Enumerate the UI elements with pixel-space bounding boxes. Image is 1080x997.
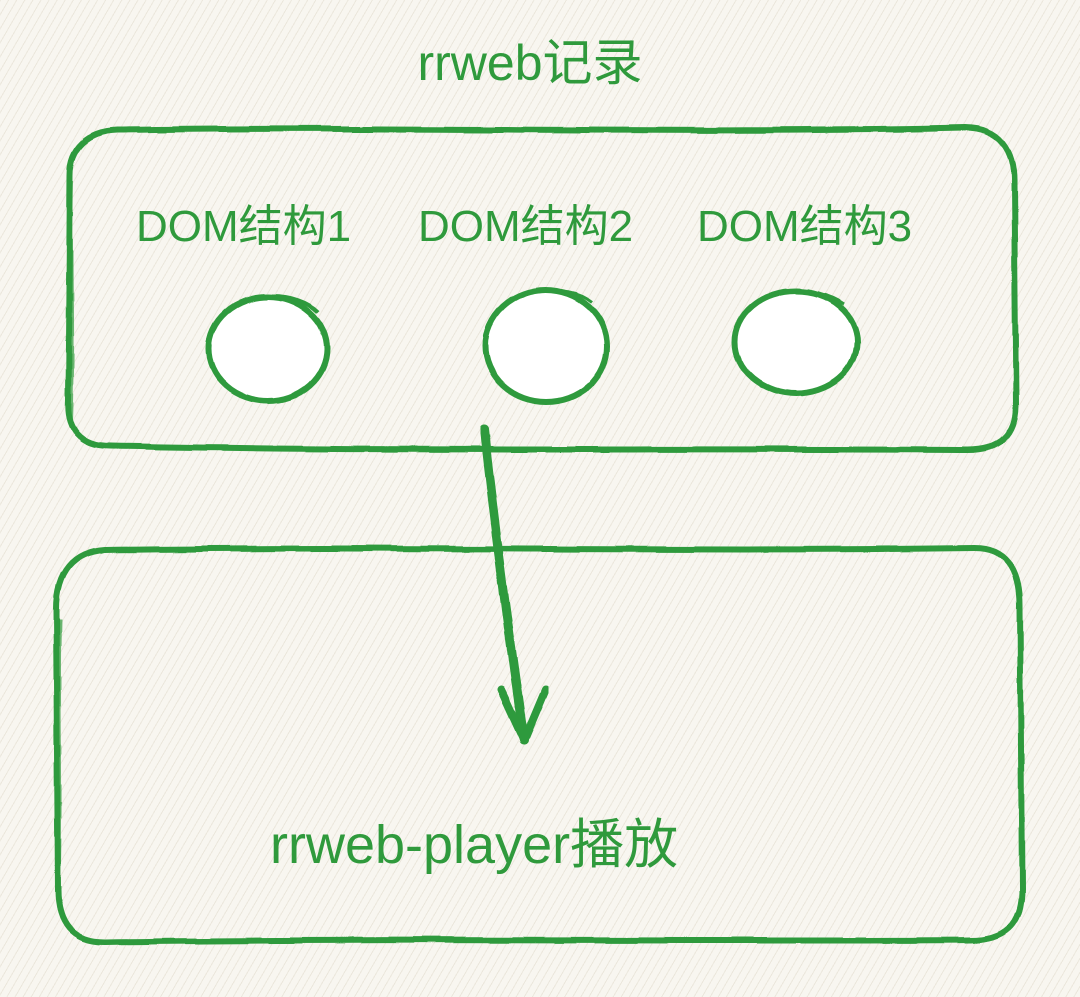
dom-node-3 xyxy=(732,288,860,396)
dom-node-2 xyxy=(482,287,610,405)
player-box xyxy=(53,545,1025,945)
dom-structure-label-2: DOM结构2 xyxy=(418,202,634,251)
diagram-title: rrweb记录 xyxy=(417,35,643,91)
dom-node-1 xyxy=(206,294,330,404)
player-box-border xyxy=(53,545,1025,945)
record-box-border xyxy=(64,125,1019,453)
flow-arrow-head xyxy=(497,686,549,744)
flow-arrow-shaft xyxy=(479,425,529,745)
record-box-sketch-stroke xyxy=(69,179,74,421)
player-box-sketch-stroke xyxy=(57,619,62,881)
dom-structure-label-1: DOM结构1 xyxy=(136,202,352,251)
player-label: rrweb-player播放 xyxy=(270,815,679,875)
flow-arrow xyxy=(479,425,549,745)
record-box xyxy=(64,125,1019,453)
dom-structure-label-3: DOM结构3 xyxy=(697,202,913,251)
